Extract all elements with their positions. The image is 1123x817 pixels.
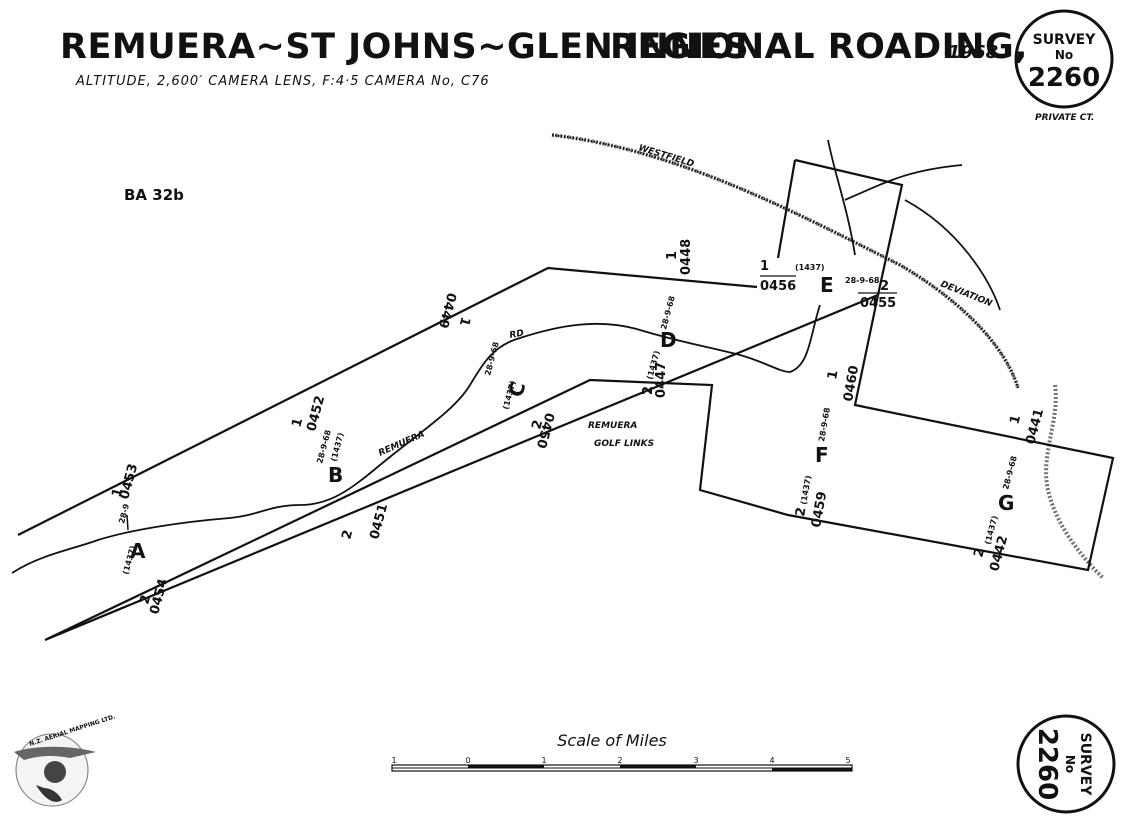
frame-top-index: 1 (665, 251, 680, 260)
survey-no-label: No (1055, 48, 1073, 62)
scale-tick-label: 1 (391, 756, 396, 765)
coverage-frame-top (776, 158, 904, 296)
frame-top: 0456 (760, 279, 796, 294)
run-date: 28-9-68 (659, 294, 677, 330)
survey-stamp-top: SURVEY No 2260 (1014, 9, 1114, 109)
marker-tick (126, 514, 129, 531)
photo-run-f: F 28-9-68 (1437) 1 0460 2 0459 (793, 364, 862, 528)
frame-top-index: 1 (456, 315, 473, 328)
scale-bar: Scale of Miles 1 0 1 2 3 4 5 (391, 731, 853, 772)
label-remuera-road: REMUERA (377, 430, 426, 459)
scale-tick-label: 2 (617, 756, 622, 765)
run-number: (1437) (799, 475, 813, 506)
run-letter: A (130, 539, 146, 563)
run-date: 28-9-68 (1001, 454, 1019, 490)
scale-segment (468, 765, 544, 768)
run-letter: F (815, 443, 829, 467)
map-title: REMUERA~ST JOHNS~GLEN INNES (60, 27, 749, 67)
run-letter: C (503, 379, 530, 399)
scale-tick-label: 0 (465, 756, 470, 765)
logo-globe-icon (44, 761, 66, 783)
frame-top-index: 1 (1007, 413, 1024, 426)
railway-deviation (1044, 384, 1105, 580)
frame-bottom-index: 2 (971, 546, 988, 559)
frame-bottom: 0451 (367, 502, 391, 541)
road-north (827, 139, 856, 256)
survey-stamp-bottom: SURVEY No 2260 (1016, 714, 1116, 814)
label-westfield: WESTFIELD (637, 143, 695, 170)
frame-top-index: 1 (760, 259, 769, 274)
photo-run-d: D 28-9-68 (1437) 1 0448 2 0447 (641, 239, 694, 398)
survey-number: 2260 (1032, 728, 1062, 800)
road-east (844, 164, 963, 201)
label-golf-links: GOLF LINKS (594, 439, 654, 449)
flight-details: ALTITUDE, 2,600′ CAMERA LENS, F:4·5 CAME… (75, 74, 490, 89)
run-letter: D (660, 328, 677, 352)
frame-bottom-index: 2 (641, 386, 656, 395)
scale-segment (620, 765, 696, 768)
aerial-mapping-logo: N.Z. AERIAL MAPPING LTD. (14, 713, 116, 807)
run-date: 28-9-68 (845, 276, 880, 285)
survey-number: 2260 (1028, 63, 1100, 93)
run-date: 28-9-68 (817, 406, 832, 442)
frame-top-index: 1 (289, 416, 306, 429)
run-date: 28-9-68 (483, 340, 501, 376)
frame-bottom-index: 2 (793, 506, 809, 518)
railway-line-core (551, 133, 1020, 389)
label-rd: RD (509, 329, 525, 341)
run-letter: G (998, 491, 1014, 515)
survey-stamp-circle (1016, 714, 1116, 814)
run-number: (1437) (795, 263, 825, 272)
survey-label: SURVEY (1077, 733, 1093, 797)
survey-label: SURVEY (1033, 32, 1097, 48)
run-letter: E (820, 273, 834, 297)
frame-top: 0449 (435, 291, 459, 330)
coverage-boundary (17, 266, 1115, 642)
scale-segment (772, 768, 852, 771)
frame-top: 0452 (304, 394, 328, 433)
frame-bottom-index: 2 (880, 279, 889, 294)
frame-top: 0460 (841, 364, 862, 402)
frame-bottom: 0459 (809, 490, 830, 528)
frame-bottom: 0454 (147, 577, 171, 616)
frame-bottom-index: 2 (339, 528, 356, 541)
photo-run-e: E 28-9-68 (1437) 1 0456 2 0455 (760, 259, 897, 311)
logo-wing-icon (14, 746, 96, 760)
map-year: 1968 (948, 42, 998, 63)
road-northeast (904, 199, 1001, 311)
frame-top-index: 1 (825, 369, 841, 381)
scale-tick-label: 3 (693, 756, 698, 765)
remuera-road (11, 304, 821, 574)
scale-tick-label: 4 (769, 756, 774, 765)
map-title-right: REGIONAL ROADING, (610, 27, 1028, 67)
frame-bottom: 0447 (654, 362, 669, 398)
survey-stamp-circle (1014, 9, 1114, 109)
frame-top: 0453 (117, 462, 141, 501)
run-date: 28-9 (117, 502, 131, 524)
run-number: (1437) (329, 432, 345, 463)
sheet-reference: BA 32b (124, 186, 184, 204)
frame-top: 0441 (1023, 407, 1047, 446)
scale-tick-label: 1 (541, 756, 546, 765)
scale-title: Scale of Miles (557, 731, 667, 750)
run-letter: B (328, 463, 343, 487)
survey-no-label: No (1063, 755, 1077, 773)
label-golf-remuera: REMUERA (588, 421, 637, 431)
frame-bottom: 0455 (860, 296, 896, 311)
frame-top: 0448 (679, 239, 694, 275)
private-contract-note: PRIVATE CT. (1035, 113, 1094, 123)
railway-line (551, 133, 1020, 389)
frame-top-index: 1 (109, 486, 126, 499)
scale-tick-label: 5 (845, 756, 850, 765)
frame-bottom-index: 2 (137, 593, 154, 606)
frame-bottom: 0450 (533, 411, 557, 450)
frame-bottom-index: 2 (529, 418, 546, 431)
logo-nz-map-icon (36, 785, 62, 802)
